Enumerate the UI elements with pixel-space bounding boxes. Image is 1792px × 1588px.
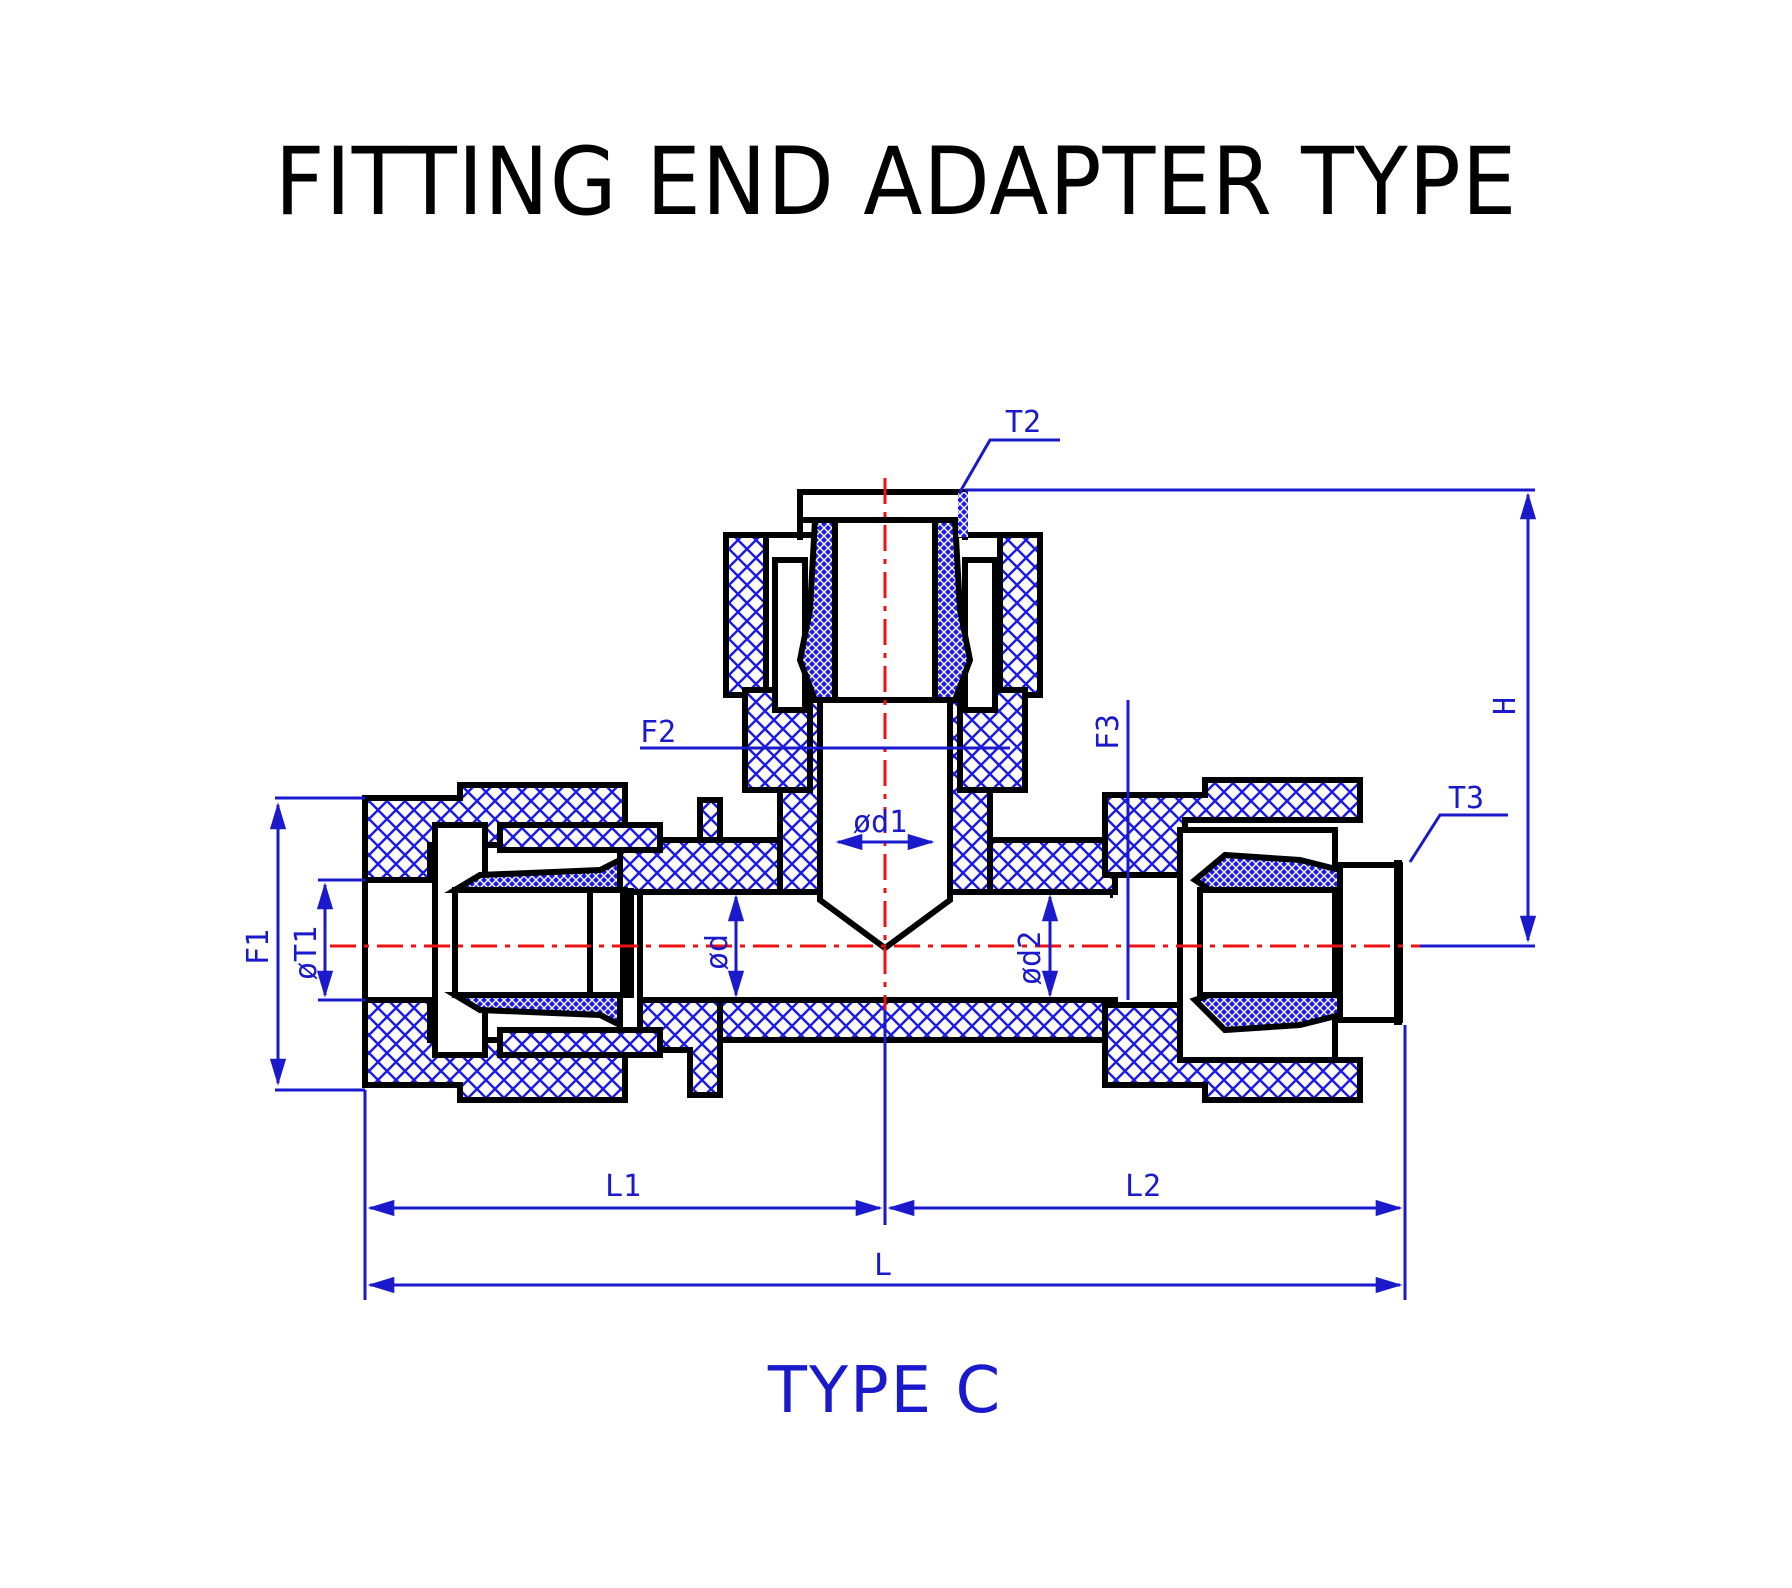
- label-l2: L2: [1125, 1169, 1161, 1204]
- tee-body: [617, 697, 1118, 1098]
- label-l1: L1: [605, 1169, 641, 1204]
- left-sleeve-upper: [497, 822, 663, 853]
- dimensions: [269, 438, 1537, 1300]
- right-tube: [1197, 887, 1338, 998]
- top-nut-right: [997, 532, 1043, 698]
- left-sleeve-lower: [497, 1027, 663, 1058]
- left-fitting: [362, 782, 663, 1103]
- top-sleeve-inner-right: [962, 557, 998, 713]
- diagram-caption: TYPE C: [767, 1354, 1002, 1428]
- top-nut-left: [723, 532, 769, 698]
- label-l: L: [874, 1248, 892, 1283]
- top-sleeve-inner-left: [772, 557, 808, 713]
- label-f1: F1: [241, 929, 276, 965]
- left-nut-lower: [362, 997, 628, 1103]
- label-d1: ød1: [853, 805, 907, 840]
- t2-leader: [958, 438, 1060, 493]
- label-t2: T2: [1005, 405, 1041, 440]
- right-fitting: [1102, 777, 1403, 1103]
- centerlines: [330, 478, 1420, 1010]
- right-end-cap: [1337, 862, 1403, 1023]
- page-title: FITTING END ADAPTER TYPE: [274, 128, 1518, 237]
- top-cap: [797, 489, 968, 523]
- left-port: [362, 877, 438, 1003]
- right-nut-upper: [1102, 777, 1363, 878]
- label-d: ød: [700, 934, 735, 970]
- t3-leader: [1408, 813, 1508, 863]
- label-t3: T3: [1448, 781, 1484, 816]
- label-h: H: [1488, 697, 1523, 715]
- left-tube: [452, 887, 628, 998]
- label-d2: ød2: [1013, 931, 1048, 985]
- label-f3: F3: [1091, 714, 1126, 750]
- label-f2: F2: [640, 715, 676, 750]
- label-t1: øT1: [289, 926, 324, 980]
